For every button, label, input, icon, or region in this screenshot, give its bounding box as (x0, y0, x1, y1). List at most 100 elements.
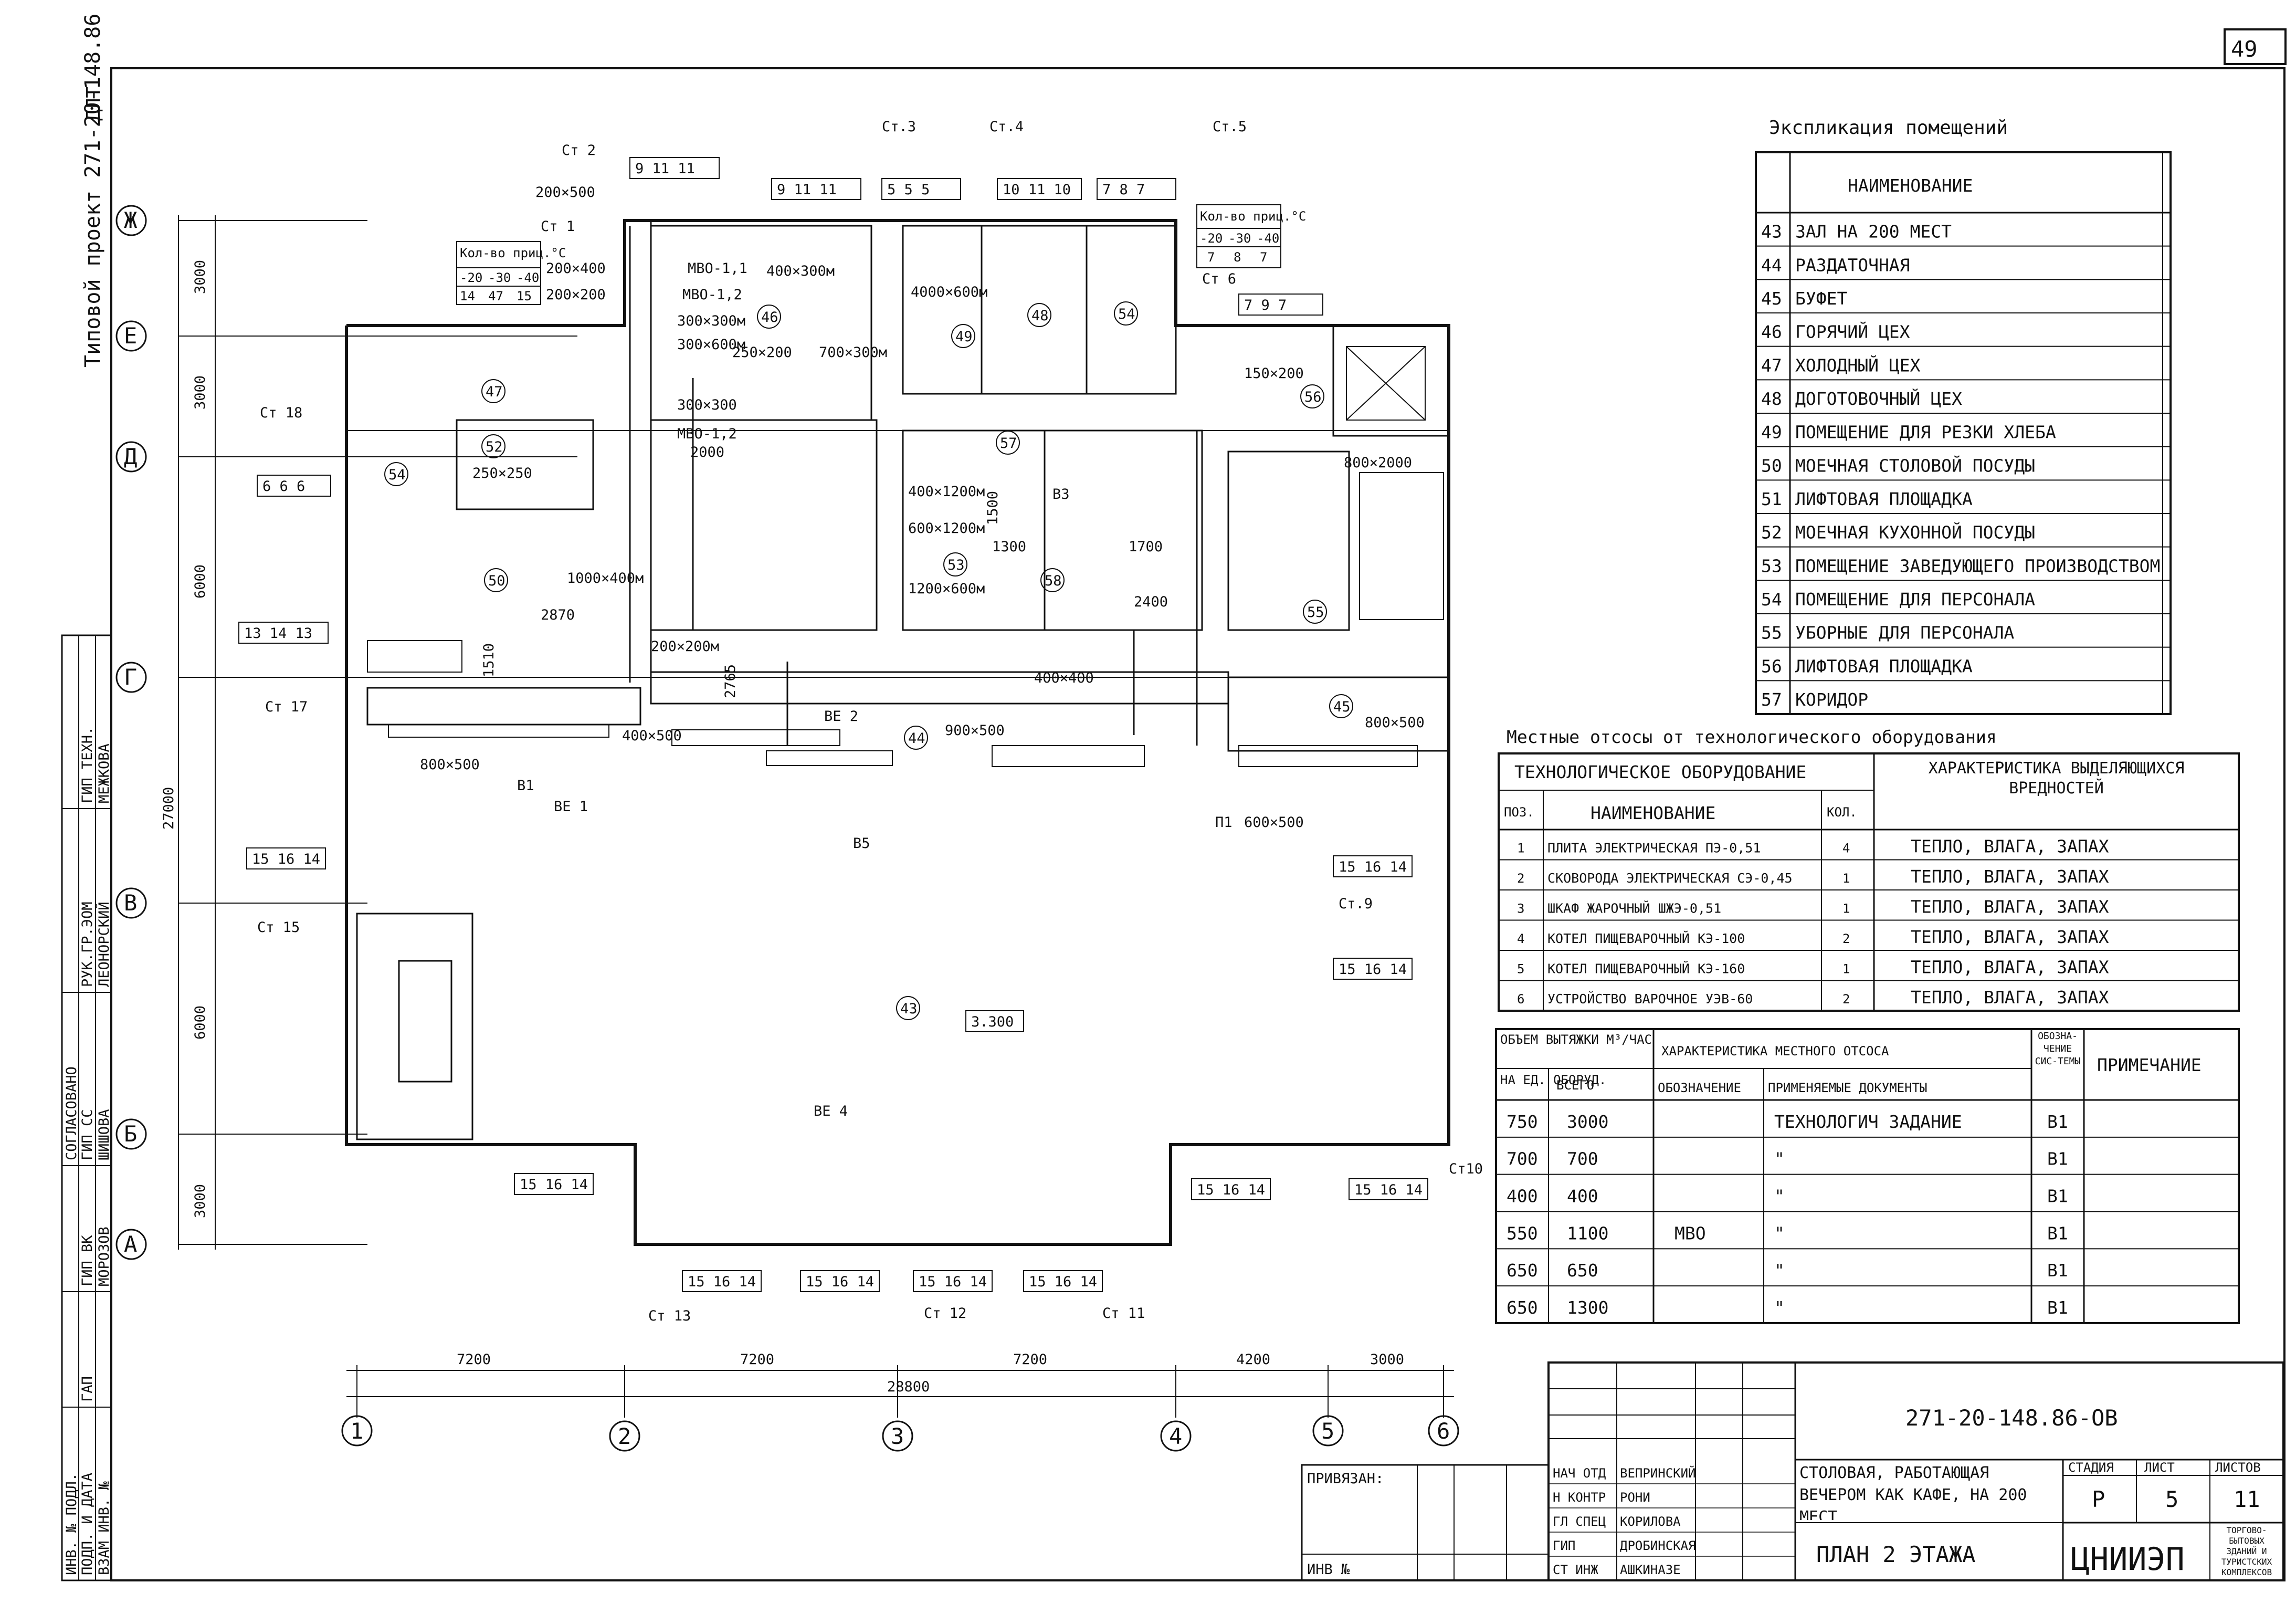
volume-total: 1100 (1567, 1223, 1608, 1243)
room-legend-num: 55 (1761, 623, 1782, 643)
room-legend-num: 49 (1761, 422, 1782, 443)
exhaust-char: ТЕПЛО, ВЛАГА, ЗАПАХ (1911, 866, 2109, 887)
room-legend-num: 54 (1761, 589, 1782, 610)
room-legend-num: 53 (1761, 556, 1782, 576)
system-v1: В1 (517, 778, 534, 794)
room-legend-name: БУФЕТ (1795, 288, 1847, 309)
exhaust-table: Местные отсосы от технологического обору… (1498, 727, 2240, 1012)
system-ve4: ВЕ 4 (814, 1103, 848, 1119)
dim-col-2: 7200 (740, 1351, 774, 1368)
exhaust-qty: 1 (1842, 871, 1850, 886)
dim-label-22: 150×200 (1244, 365, 1304, 382)
room-legend-name: ГОРЯЧИЙ ЦЕХ (1795, 321, 1910, 342)
axis-col-2: 2 (618, 1423, 631, 1449)
room-legend-num: 43 (1761, 222, 1782, 242)
room-legend-num: 45 (1761, 288, 1782, 309)
room-legend-num: 50 (1761, 455, 1782, 476)
dim-label-26: 400×1200м (908, 484, 985, 500)
room-numbers: 43 44 45 46 47 48 49 50 52 53 54 55 56 5… (384, 301, 1353, 1020)
room-50: 50 (488, 573, 505, 589)
riser-17: Ст 17 (265, 699, 308, 715)
volume-sys: В1 (2047, 1297, 2068, 1318)
grille-tag-12: 15 16 14 (520, 1177, 588, 1193)
exhaust-pos: 1 (1517, 841, 1524, 856)
room-43: 43 (900, 1001, 918, 1017)
volume-total: 3000 (1567, 1112, 1608, 1132)
volume-total: 650 (1567, 1260, 1598, 1281)
system-ve1: ВЕ 1 (554, 799, 588, 815)
riser-12: Ст 12 (924, 1305, 966, 1322)
floor-plan: Ж Е Д Г В Б А 3000 3000 6000 27000 6000 … (115, 119, 1483, 1452)
room-legend-num: 57 (1761, 689, 1782, 710)
volume-docs: " (1774, 1186, 1785, 1207)
grille-tag-17: 15 16 14 (919, 1274, 987, 1290)
system-v5: В5 (853, 835, 870, 852)
room-legend-name: РАЗДАТОЧНАЯ (1795, 255, 1910, 275)
column-axes: 7200 7200 7200 4200 3000 28800 1 2 3 4 5… (341, 1351, 1459, 1452)
axis-row-1: Ж (124, 207, 137, 233)
dim-label-30: 2400 (1134, 594, 1168, 610)
volume-col-desig: ОБОЗНАЧЕНИЕ (1658, 1081, 1741, 1095)
dim-col-4: 4200 (1236, 1351, 1270, 1368)
room-46: 46 (761, 309, 778, 326)
sheets-value: 11 (2234, 1486, 2260, 1512)
volume-docs: ТЕХНОЛОГИЧ ЗАДАНИЕ (1774, 1112, 1962, 1132)
exhaust-col-name: НАИМЕНОВАНИЕ (1591, 803, 1715, 823)
volume-docs: " (1774, 1223, 1785, 1243)
temp-table-2-c2: -30 (1228, 231, 1251, 246)
room-55: 55 (1307, 604, 1324, 621)
volume-docs: " (1774, 1260, 1785, 1281)
temp-table-1-v1: 14 (460, 289, 475, 303)
stamp-name-4: МОРОЗОВ (96, 1227, 112, 1286)
volume-col-note: ПРИМЕЧАНИЕ (2097, 1055, 2202, 1075)
grille-tag-18: 15 16 14 (1029, 1274, 1097, 1290)
dim-label-17: 400×400 (1034, 670, 1094, 686)
stage-value: Р (2092, 1486, 2105, 1512)
dim-label-16: 2765 (722, 664, 739, 698)
riser-6: Ст 6 (1202, 271, 1236, 287)
grille-tag-14: 15 16 14 (1354, 1182, 1423, 1198)
system-labels: ВЕ 1 ВЕ 2 ВЕ 4 В1 В5 В3 П1 МВО-1,1 МВО-1… (517, 260, 1233, 1119)
system-mvo-11: МВО-1,1 (688, 260, 747, 277)
stamp-role-5: ГАП (79, 1376, 96, 1402)
exhaust-name: ПЛИТА ЭЛЕКТРИЧЕСКАЯ ПЭ-0,51 (1547, 841, 1761, 856)
dim-label-25: 600×1200м (908, 520, 985, 537)
volume-unit: 650 (1507, 1260, 1538, 1281)
title-name: АШКИНАЗЕ (1620, 1563, 1681, 1577)
room-54b: 54 (388, 467, 406, 483)
dim-label-5: 300×300м (677, 313, 745, 329)
room-legend-num: 47 (1761, 355, 1782, 375)
dim-label-24: 1200×600м (908, 581, 985, 597)
volume-docs: " (1774, 1149, 1785, 1169)
exhaust-table-title: Местные отсосы от технологического обору… (1507, 727, 1997, 747)
grille-tag-9: 15 16 14 (252, 851, 320, 867)
dim-label-8: 700×300м (819, 344, 887, 361)
room-58: 58 (1045, 573, 1062, 589)
dim-total: 28800 (887, 1379, 930, 1395)
stamp-cell-2: ПОДП. И ДАТА (79, 1473, 96, 1575)
dim-label-27: 1500 (985, 491, 1001, 525)
axis-row-5: В (124, 890, 137, 916)
volume-table: ОБЪЕМ ВЫТЯЖКИ М³/ЧАС НА ЕД. ОБОРУД. ВСЕГ… (1495, 1028, 2240, 1324)
title-role: ГИП (1553, 1538, 1575, 1553)
system-v3: В3 (1052, 486, 1070, 502)
exhaust-qty: 1 (1842, 902, 1850, 916)
volume-total: 400 (1567, 1186, 1598, 1207)
volume-unit: 650 (1507, 1297, 1538, 1318)
dim-label-7: 250×200 (732, 344, 792, 361)
dim-col-1: 7200 (457, 1351, 491, 1368)
dim-label-33: 200×200м (651, 638, 719, 655)
dim-row-2: 3000 (192, 375, 208, 410)
exhaust-name: ШКАФ ЖАРОЧНЫЙ ШЖЭ-0,51 (1547, 901, 1721, 916)
sheet-number-box (2224, 28, 2287, 65)
inv-label: ИНВ № (1307, 1561, 1350, 1578)
volume-unit: 700 (1507, 1149, 1538, 1169)
stamp-cell-3: ВЗАМ ИНВ. № (96, 1481, 112, 1575)
title-name: КОРИЛОВА (1620, 1514, 1681, 1529)
grille-tags: 9 11 11 9 11 11 5 5 5 10 11 10 7 8 7 7 9… (238, 157, 1428, 1292)
exhaust-char: ТЕПЛО, ВЛАГА, ЗАПАХ (1911, 897, 2109, 917)
volume-sys: В1 (2047, 1186, 2068, 1207)
